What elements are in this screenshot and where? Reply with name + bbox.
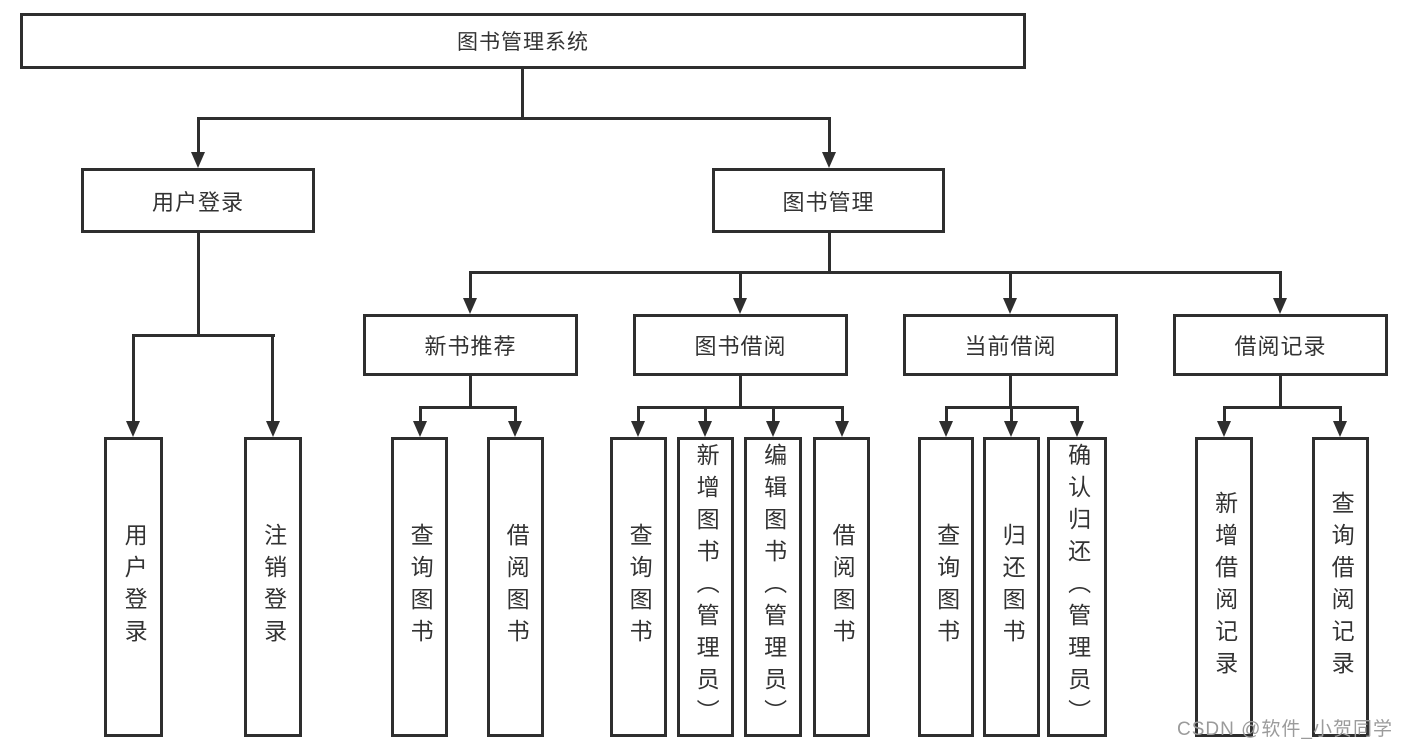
node-leaf-bb-query: 查询图书 [610, 437, 667, 737]
edge-new-book-drop [469, 271, 472, 300]
node-leaf-bb-edit: 编辑图书（管理员） [744, 437, 802, 737]
edge-book-borrow-bar [637, 406, 844, 409]
edge-nb-query-drop [419, 406, 422, 423]
edge-record-bar [1223, 406, 1342, 409]
watermark: CSDN @软件_小贺同学 [1177, 719, 1393, 740]
edge-root-stem [521, 69, 524, 118]
edge-current-drop [1009, 271, 1012, 300]
edge-record-drop [1279, 271, 1282, 300]
edge-logout-drop [271, 334, 274, 423]
arrow-borrow-icon [733, 298, 747, 314]
leaf-bb-edit-label: 编辑图书（管理员） [760, 443, 787, 731]
edge-br-query-drop [1339, 406, 1342, 423]
node-leaf-bb-borrow: 借阅图书 [813, 437, 870, 737]
edge-book-mgmt-stem [828, 233, 831, 272]
arrow-br-query-icon [1333, 421, 1347, 437]
arrow-br-add-icon [1217, 421, 1231, 437]
node-new-book-rec: 新书推荐 [363, 314, 578, 376]
leaf-br-query-label: 查询借阅记录 [1328, 491, 1355, 683]
node-leaf-logout: 注销登录 [244, 437, 302, 737]
edge-cb-query-drop [945, 406, 948, 423]
edge-cb-return-drop [1010, 406, 1013, 423]
edge-new-book-bar [419, 406, 517, 409]
arrow-nb-query-icon [413, 421, 427, 437]
edge-br-add-drop [1223, 406, 1226, 423]
arrow-bb-add-icon [698, 421, 712, 437]
edge-bb-query-drop [637, 406, 640, 423]
arrow-record-icon [1273, 298, 1287, 314]
arrow-logout-icon [266, 421, 280, 437]
edge-record-stem [1279, 376, 1282, 409]
node-book-borrow: 图书借阅 [633, 314, 848, 376]
edge-root-bar [197, 117, 831, 120]
node-leaf-br-add: 新增借阅记录 [1195, 437, 1253, 737]
edge-book-borrow-stem [739, 376, 742, 409]
leaf-nb-query-label: 查询图书 [407, 523, 434, 651]
edge-book-mgmt-bar [469, 271, 1282, 274]
node-user-login: 用户登录 [81, 168, 315, 233]
leaf-login-label: 用户登录 [121, 523, 148, 651]
edge-cb-confirm-drop [1076, 406, 1079, 423]
edge-current-stem [1009, 376, 1012, 409]
edge-book-mgmt-drop [828, 117, 831, 154]
leaf-cb-confirm-label: 确认归还（管理员） [1064, 443, 1091, 731]
arrow-cb-confirm-icon [1070, 421, 1084, 437]
arrow-current-icon [1003, 298, 1017, 314]
leaf-bb-add-label: 新增图书（管理员） [693, 443, 720, 731]
arrow-new-book-icon [463, 298, 477, 314]
node-leaf-bb-add: 新增图书（管理员） [677, 437, 734, 737]
node-leaf-cb-confirm: 确认归还（管理员） [1047, 437, 1107, 737]
node-borrow-record: 借阅记录 [1173, 314, 1388, 376]
edge-login-drop [132, 334, 135, 423]
edge-nb-borrow-drop [514, 406, 517, 423]
leaf-nb-borrow-label: 借阅图书 [503, 523, 530, 651]
leaf-cb-return-label: 归还图书 [999, 523, 1026, 651]
edge-user-login-stem [197, 233, 200, 335]
arrow-user-login-icon [191, 152, 205, 168]
arrow-nb-borrow-icon [508, 421, 522, 437]
edge-bb-borrow-drop [841, 406, 844, 423]
arrow-cb-query-icon [939, 421, 953, 437]
node-leaf-nb-borrow: 借阅图书 [487, 437, 544, 737]
edge-user-login-bar [132, 334, 275, 337]
leaf-cb-query-label: 查询图书 [933, 523, 960, 651]
node-leaf-br-query: 查询借阅记录 [1312, 437, 1369, 737]
edge-new-book-stem [469, 376, 472, 409]
arrow-cb-return-icon [1004, 421, 1018, 437]
arrow-book-mgmt-icon [822, 152, 836, 168]
node-root: 图书管理系统 [20, 13, 1026, 69]
node-leaf-cb-query: 查询图书 [918, 437, 974, 737]
node-current-borrow: 当前借阅 [903, 314, 1118, 376]
arrow-bb-query-icon [631, 421, 645, 437]
arrow-login-icon [126, 421, 140, 437]
edge-bb-edit-drop [772, 406, 775, 423]
edge-user-login-drop [197, 117, 200, 154]
node-book-mgmt: 图书管理 [712, 168, 945, 233]
leaf-br-add-label: 新增借阅记录 [1211, 491, 1238, 683]
leaf-bb-query-label: 查询图书 [626, 523, 653, 651]
arrow-bb-borrow-icon [835, 421, 849, 437]
edge-borrow-drop [739, 271, 742, 300]
edge-bb-add-drop [704, 406, 707, 423]
node-leaf-nb-query: 查询图书 [391, 437, 448, 737]
arrow-bb-edit-icon [766, 421, 780, 437]
node-leaf-cb-return: 归还图书 [983, 437, 1040, 737]
node-leaf-login: 用户登录 [104, 437, 163, 737]
leaf-logout-label: 注销登录 [260, 523, 287, 651]
leaf-bb-borrow-label: 借阅图书 [829, 523, 856, 651]
